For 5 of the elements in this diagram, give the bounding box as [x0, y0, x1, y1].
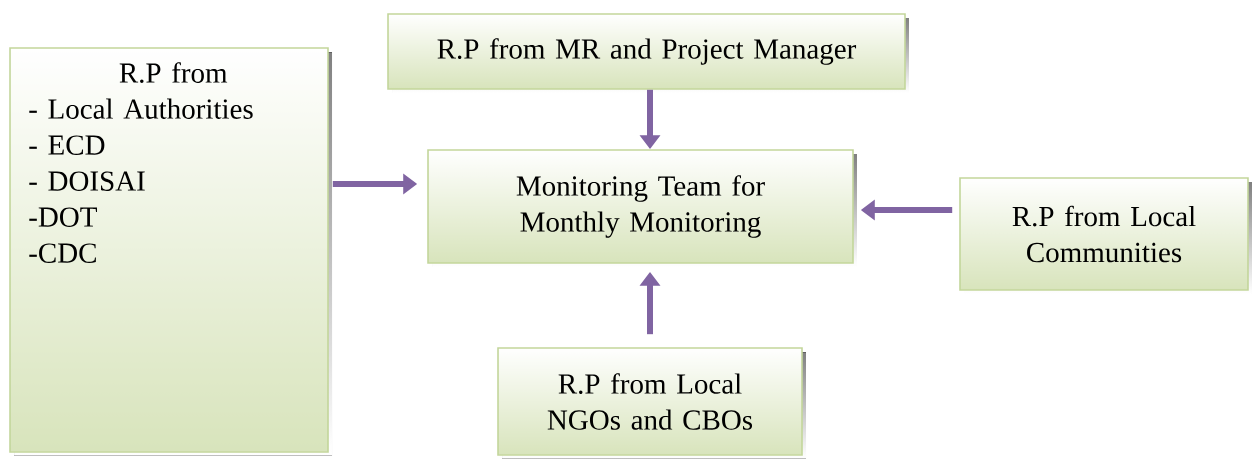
process-box: R.P from Local Communities: [959, 177, 1252, 294]
process-box: Monitoring Team for Monthly Monitoring: [427, 149, 857, 267]
process-box: R.P from - Local Authorities - ECD - DOISAI -DOT -CDC: [9, 47, 332, 456]
process-box: R.P from MR and Project Manager: [387, 13, 909, 93]
process-box: R.P from Local NGOs and CBOs: [497, 347, 806, 459]
